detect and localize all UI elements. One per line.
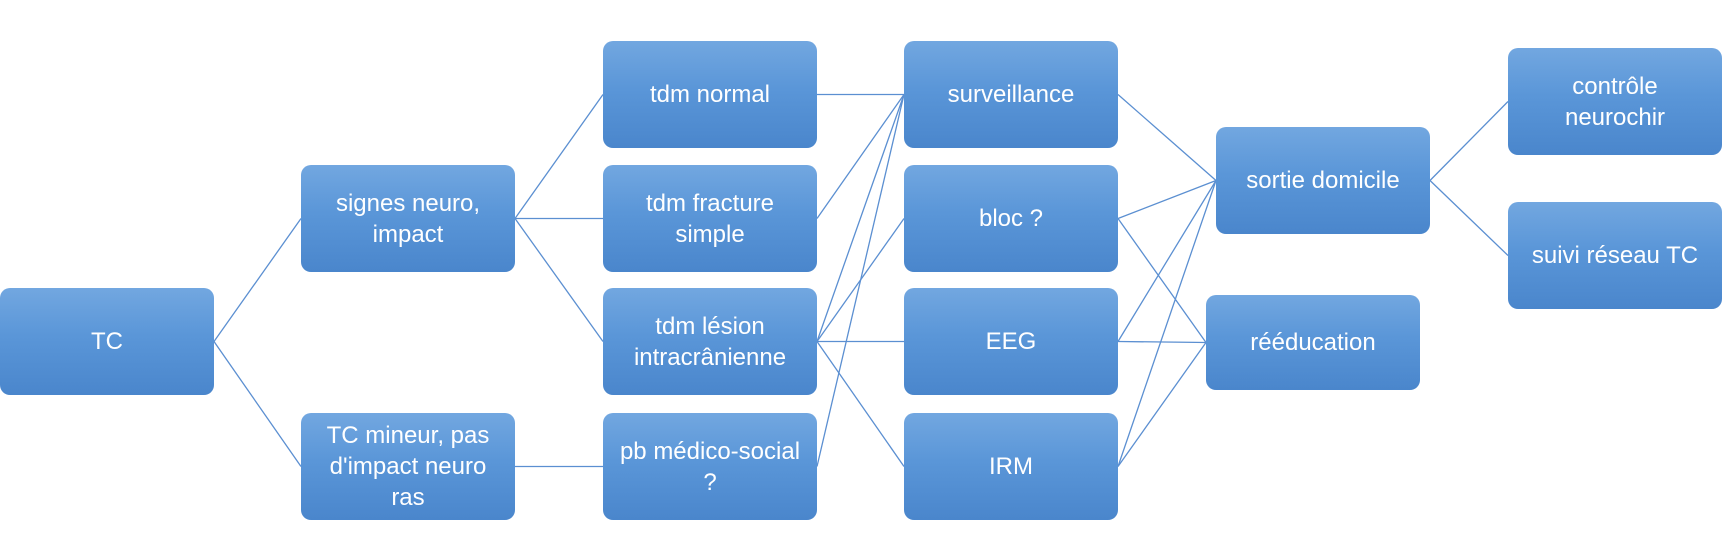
node-irm: IRM (904, 413, 1118, 520)
node-tc: TC (0, 288, 214, 395)
connector-tc-signes (213, 218, 302, 342)
node-label: tdm normal (649, 81, 771, 108)
node-label: tdm lésion intracrânienne (633, 312, 787, 371)
node-pb-medico-social: pb médico-social ? (603, 413, 817, 520)
connector-irm-sortie (1117, 180, 1217, 467)
node-suivi-reseau-tc: suivi réseau TC (1508, 202, 1722, 309)
node-controle-neurochir: contrôle neurochir (1508, 48, 1722, 155)
connector-signes-tdm_normal (514, 94, 604, 219)
node-label: bloc ? (978, 205, 1044, 232)
connector-tdm_lesion-surveillance (816, 94, 905, 342)
node-eeg: EEG (904, 288, 1118, 395)
node-label: suivi réseau TC (1531, 242, 1699, 269)
node-label: pb médico-social ? (619, 437, 801, 496)
node-tc-mineur: TC mineur, pas d'impact neuro ras (301, 413, 515, 520)
node-label: rééducation (1250, 329, 1376, 356)
node-label: TC (91, 328, 123, 355)
connector-sortie-controle (1429, 101, 1509, 181)
node-label: surveillance (947, 81, 1075, 108)
node-label: sortie domicile (1246, 167, 1400, 194)
node-label: tdm fracture simple (645, 189, 775, 248)
connector-tdm_lesion-irm (816, 341, 905, 467)
node-label: signes neuro, impact (335, 189, 481, 248)
connector-tdm_fracture-surveillance (816, 94, 905, 219)
connector-irm-reeducation (1117, 342, 1207, 467)
node-label: contrôle neurochir (1564, 72, 1666, 131)
connector-eeg-sortie (1117, 180, 1217, 342)
node-tdm-normal: tdm normal (603, 41, 817, 148)
node-bloc: bloc ? (904, 165, 1118, 272)
connector-tc-mineur (213, 341, 302, 467)
node-tdm-lesion-intracranienne: tdm lésion intracrânienne (603, 288, 817, 395)
node-reeducation: rééducation (1206, 295, 1420, 390)
node-label: EEG (985, 328, 1037, 355)
connector-pb_social-surveillance (816, 94, 905, 467)
connector-eeg-reeducation (1117, 340, 1207, 344)
node-signes-neuro-impact: signes neuro, impact (301, 165, 515, 272)
node-label: IRM (989, 453, 1033, 480)
node-label: TC mineur, pas d'impact neuro ras (326, 422, 490, 511)
connector-bloc-sortie (1117, 179, 1217, 220)
node-tdm-fracture-simple: tdm fracture simple (603, 165, 817, 272)
connector-bloc-reeducation (1117, 218, 1207, 343)
connector-sortie-suivi (1429, 180, 1509, 256)
connector-signes-tdm_lesion (514, 218, 604, 342)
node-surveillance: surveillance (904, 41, 1118, 148)
node-sortie-domicile: sortie domicile (1216, 127, 1430, 234)
connector-surveillance-sortie (1117, 94, 1217, 181)
